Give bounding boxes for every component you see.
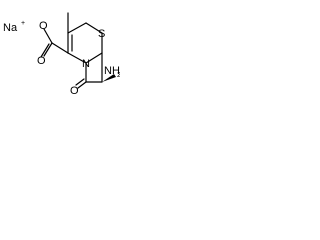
- amino-subscript: 2: [117, 72, 120, 79]
- bond-c3-n: [67, 52, 87, 64]
- molecule-diagram: Na + O O S N O NH 2: [3, 12, 121, 97]
- bond-c8-o-double: [75, 78, 85, 86]
- bond-ccarboxyl-o-bottom-double: [40, 43, 50, 58]
- sulfur-label: S: [98, 28, 105, 40]
- bond-c8-o: [77, 81, 87, 89]
- bond-ccarboxyl-o-top: [43, 28, 53, 44]
- oxygen-lactam-label: O: [70, 85, 79, 97]
- structure-canvas: Na + O O S N O NH 2: [0, 0, 121, 97]
- oxygen-carboxyl-bottom-label: O: [37, 55, 46, 67]
- bond-ccarboxyl-o-bottom: [43, 42, 53, 57]
- wedge-bond-amino: [102, 74, 116, 82]
- bond-n-c6: [85, 52, 103, 64]
- amino-label: NH: [104, 65, 120, 77]
- sodium-charge: +: [21, 20, 25, 27]
- bond-s-c2: [85, 22, 103, 34]
- bond-c4-ccarboxyl: [51, 42, 69, 54]
- bond-c2-c3ring: [67, 22, 87, 34]
- sodium-label: Na: [3, 22, 18, 34]
- nitrogen-label: N: [82, 58, 90, 70]
- oxygen-carboxyl-top-label: O: [39, 20, 48, 32]
